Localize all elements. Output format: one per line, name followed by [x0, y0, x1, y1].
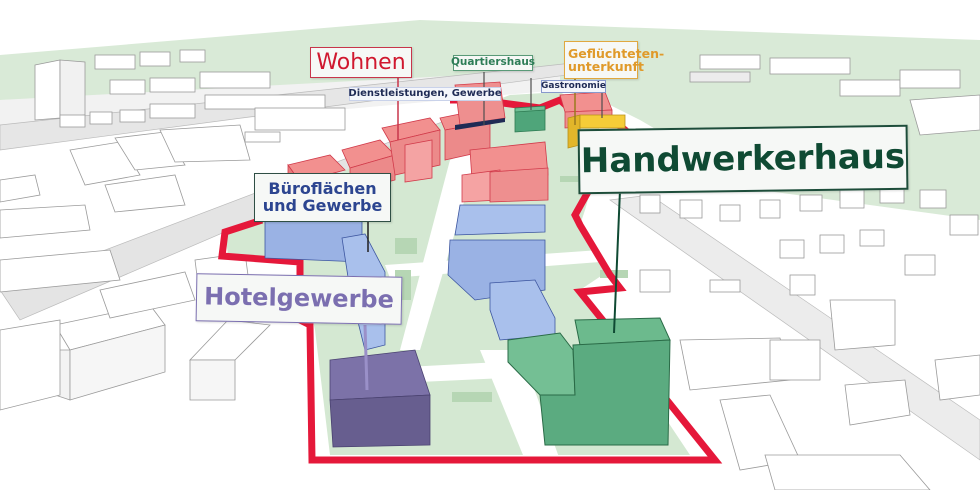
label-dienstleistungen: Dienstleistungen, Gewerbe	[348, 87, 502, 101]
label-wohnen-text: Wohnen	[316, 49, 406, 75]
label-handwerkerhaus: Handwerkerhaus	[577, 124, 909, 195]
label-dienstleistungen-text: Dienstleistungen, Gewerbe	[348, 87, 502, 99]
label-bueroflaechen-line2: und Gewerbe	[262, 195, 383, 215]
label-poles	[363, 72, 621, 391]
label-bueroflaechen: Büroflächen und Gewerbe	[254, 173, 391, 222]
quartiershaus-building	[514, 105, 546, 133]
label-hotelgewerbe-text: Hotelgewerbe	[203, 282, 395, 315]
label-handwerkerhaus-text: Handwerkerhaus	[580, 136, 906, 181]
context-buildings	[0, 49, 980, 490]
label-hotelgewerbe: Hotelgewerbe	[195, 273, 403, 325]
hotel-building	[329, 349, 431, 448]
label-gastronomie-text: Gastronomie	[541, 80, 606, 91]
label-quartiershaus-text: Quartiershaus	[450, 56, 536, 69]
label-gefluechtetenunterkunft: Geflüchteten- unterkunft	[564, 41, 664, 79]
handwerkerhaus-building	[507, 317, 671, 446]
label-wohnen: Wohnen	[310, 47, 412, 78]
label-gefluechteten-line1: Geflüchteten-	[568, 45, 665, 61]
label-quartiershaus: Quartiershaus	[450, 55, 536, 71]
label-gefluechteten-line2: unterkunft	[568, 59, 644, 74]
label-bueroflaechen-line1: Büroflächen	[268, 178, 377, 198]
label-gastronomie: Gastronomie	[541, 80, 606, 93]
